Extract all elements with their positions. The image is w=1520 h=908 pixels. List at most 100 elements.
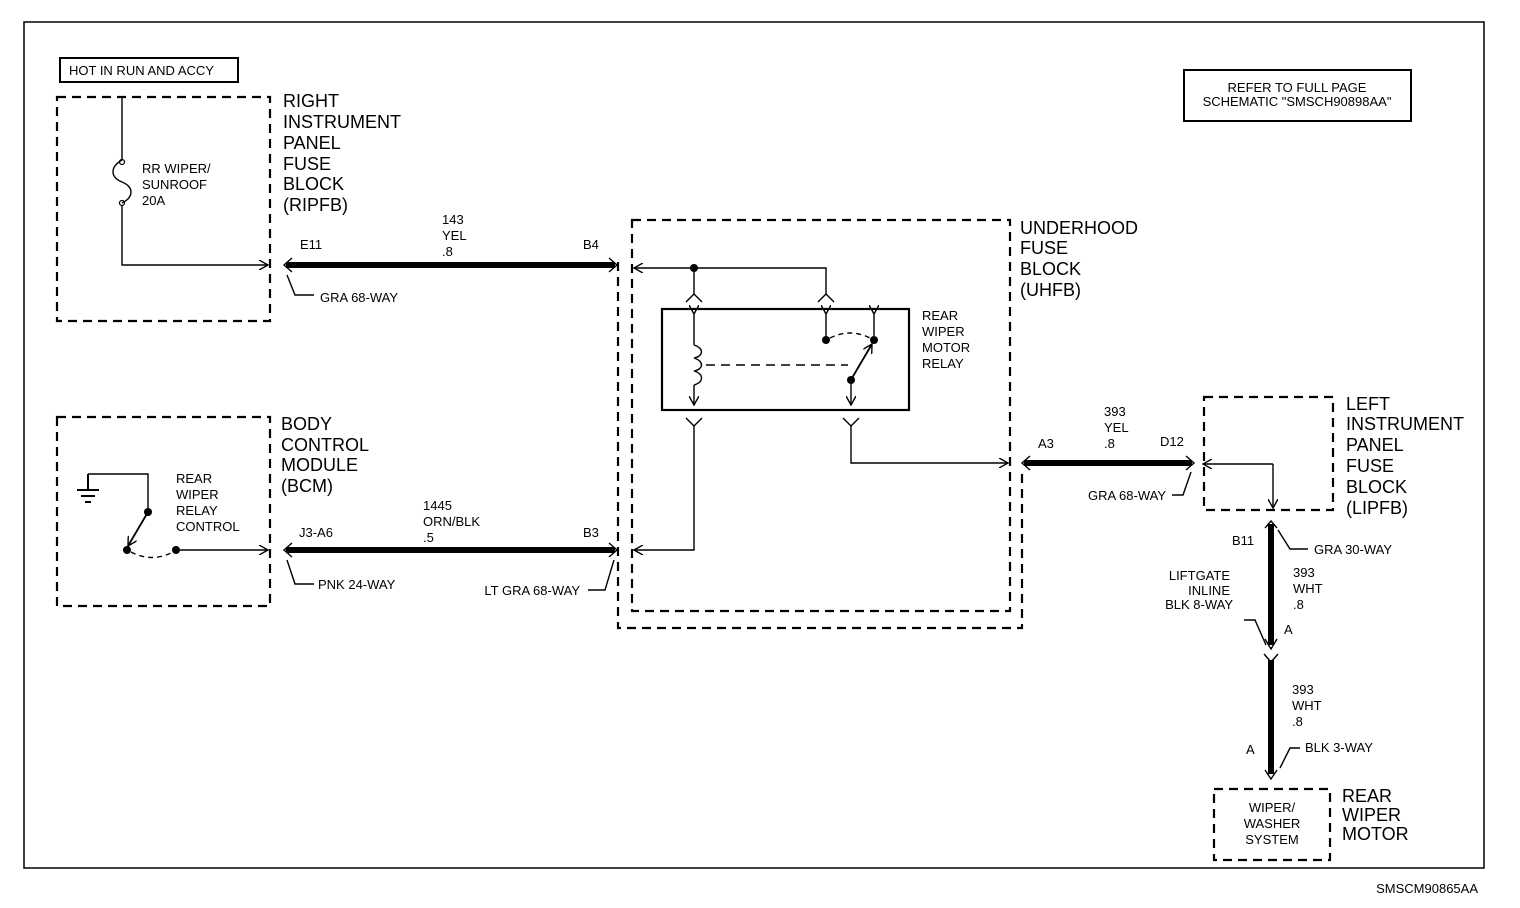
lipfb-connector: GRA 30-WAY (1314, 542, 1392, 557)
lipfb-box (1202, 395, 1335, 512)
nc-contact (870, 336, 878, 344)
relay-armature (851, 344, 873, 379)
ripfb-title-line-2: INSTRUMENT (283, 112, 401, 132)
lipfb-title-line-1: LEFT (1346, 394, 1390, 414)
refer-line-1: REFER TO FULL PAGE (1228, 80, 1367, 95)
uhfb-connector-gra: GRA 68-WAY (1088, 488, 1166, 503)
refer-box (1183, 69, 1412, 122)
uhfb-connector-outline (616, 262, 1024, 630)
switch-label-line-3: RELAY (176, 503, 218, 518)
lipfb-title-line-4: FUSE (1346, 456, 1394, 476)
page-frame (23, 21, 1485, 869)
pin-j3a6: J3-A6 (299, 525, 333, 540)
lipfb-title-line-5: BLOCK (1346, 477, 1407, 497)
pin-b4: B4 (583, 237, 599, 252)
uhfb-connector-lt: LT GRA 68-WAY (484, 583, 580, 598)
switch-pivot (123, 546, 131, 554)
wire-393a-gauge: .8 (1104, 436, 1115, 451)
armature-out-line (850, 426, 1008, 463)
ripfb-title-line-1: RIGHT (283, 91, 339, 111)
coil-ground-line (634, 426, 695, 550)
wiper-box-line-2: WASHER (1244, 816, 1301, 831)
liftgate-pin: A (1284, 622, 1293, 637)
uhfb-title: UNDERHOOD FUSE BLOCK (UHFB) (1020, 218, 1138, 300)
bcm-title-line-4: (BCM) (281, 476, 333, 496)
relay-label-line-4: RELAY (922, 356, 964, 371)
switch-arm (127, 511, 149, 546)
gra30-leader (1277, 529, 1308, 550)
motor-title-line-2: WIPER (1342, 805, 1401, 825)
switch-label-line-1: REAR (176, 471, 212, 486)
wire-143-gauge: .8 (442, 244, 453, 259)
lipfb-title-line-2: INSTRUMENT (1346, 414, 1464, 434)
ripfb-title: RIGHT INSTRUMENT PANEL FUSE BLOCK (RIPFB… (283, 91, 401, 215)
d12-terminal (1185, 455, 1196, 471)
ground-icon (77, 474, 99, 503)
fuse-label-line-2: SUNROOF (142, 177, 207, 192)
relay-label-line-3: MOTOR (922, 340, 970, 355)
ripfb-title-line-3: PANEL (283, 133, 341, 153)
switch-label-line-4: CONTROL (176, 519, 240, 534)
wire-1445-color: ORN/BLK (423, 514, 480, 529)
fuse-label-line-3: 20A (142, 193, 165, 208)
motor-pin: A (1246, 742, 1255, 757)
motor-title: REAR WIPER MOTOR (1342, 786, 1409, 844)
ripfb-out-line (121, 206, 268, 265)
wire-393c-number: 393 (1292, 682, 1314, 697)
coil-ground-terminal (685, 417, 703, 427)
ripfb-title-line-5: BLOCK (283, 174, 344, 194)
wiper-box-line-1: WIPER/ (1249, 800, 1296, 815)
uhfb-box (630, 218, 1012, 613)
wire-143-number: 143 (442, 212, 464, 227)
wire-393c-gauge: .8 (1292, 714, 1303, 729)
relay-label-line-2: WIPER (922, 324, 965, 339)
ltgra68-leader (588, 559, 615, 591)
fuse-terminal-top (118, 158, 126, 166)
lipfb-title: LEFT INSTRUMENT PANEL FUSE BLOCK (LIPFB) (1346, 394, 1464, 518)
b4-internal-line (634, 268, 827, 294)
ripfb-box (55, 95, 272, 323)
pin-b3: B3 (583, 525, 599, 540)
pnk24-leader (286, 559, 314, 585)
hot-in-run-box (59, 57, 239, 83)
bcm-title-line-1: BODY (281, 414, 332, 434)
bcm-box (55, 415, 272, 608)
coil-feed-terminal (685, 293, 703, 303)
uhfb-title-line-2: FUSE (1020, 238, 1068, 258)
relay-coil (693, 344, 703, 386)
fuse-terminal-bottom (118, 199, 126, 207)
pin-b11: B11 (1232, 533, 1254, 548)
hot-in-run-label: HOT IN RUN AND ACCY (69, 63, 214, 78)
relay-label-line-1: REAR (922, 308, 958, 323)
wire-1445-number: 1445 (423, 498, 452, 513)
armature-pivot (847, 376, 855, 384)
wiper-washer-box (1212, 787, 1332, 862)
uhfb-title-line-1: UNDERHOOD (1020, 218, 1138, 238)
pin-e11: E11 (300, 237, 322, 252)
liftgate-leader (1244, 619, 1267, 646)
gra68b-leader (1172, 471, 1192, 496)
contact-dashed-link (829, 332, 871, 339)
liftgate-line-1: LIFTGATE (1169, 568, 1230, 583)
ground-feed-line (88, 473, 149, 510)
uhfb-title-line-3: BLOCK (1020, 259, 1081, 279)
bcm-connector: PNK 24-WAY (318, 577, 396, 592)
refer-line-2: SCHEMATIC "SMSCH90898AA" (1203, 94, 1392, 109)
wire-393b-gauge: .8 (1293, 597, 1304, 612)
b11-terminal (1264, 519, 1278, 529)
wire-393c-color: WHT (1292, 698, 1322, 713)
relay-box (660, 307, 911, 412)
bcm-title-line-2: CONTROL (281, 435, 369, 455)
switch-contact-lower (172, 546, 180, 554)
liftgate-line-3: BLK 8-WAY (1165, 597, 1233, 612)
motor-connector: BLK 3-WAY (1305, 740, 1373, 755)
ripfb-title-line-4: FUSE (283, 154, 331, 174)
switch-label-line-2: WIPER (176, 487, 219, 502)
bcm-title: BODY CONTROL MODULE (BCM) (281, 414, 369, 496)
ripfb-connector: GRA 68-WAY (320, 290, 398, 305)
wire-393b-color: WHT (1293, 581, 1323, 596)
armature-out-terminal (842, 417, 860, 427)
e11-terminal (282, 257, 293, 273)
j3a6-terminal (282, 542, 293, 558)
